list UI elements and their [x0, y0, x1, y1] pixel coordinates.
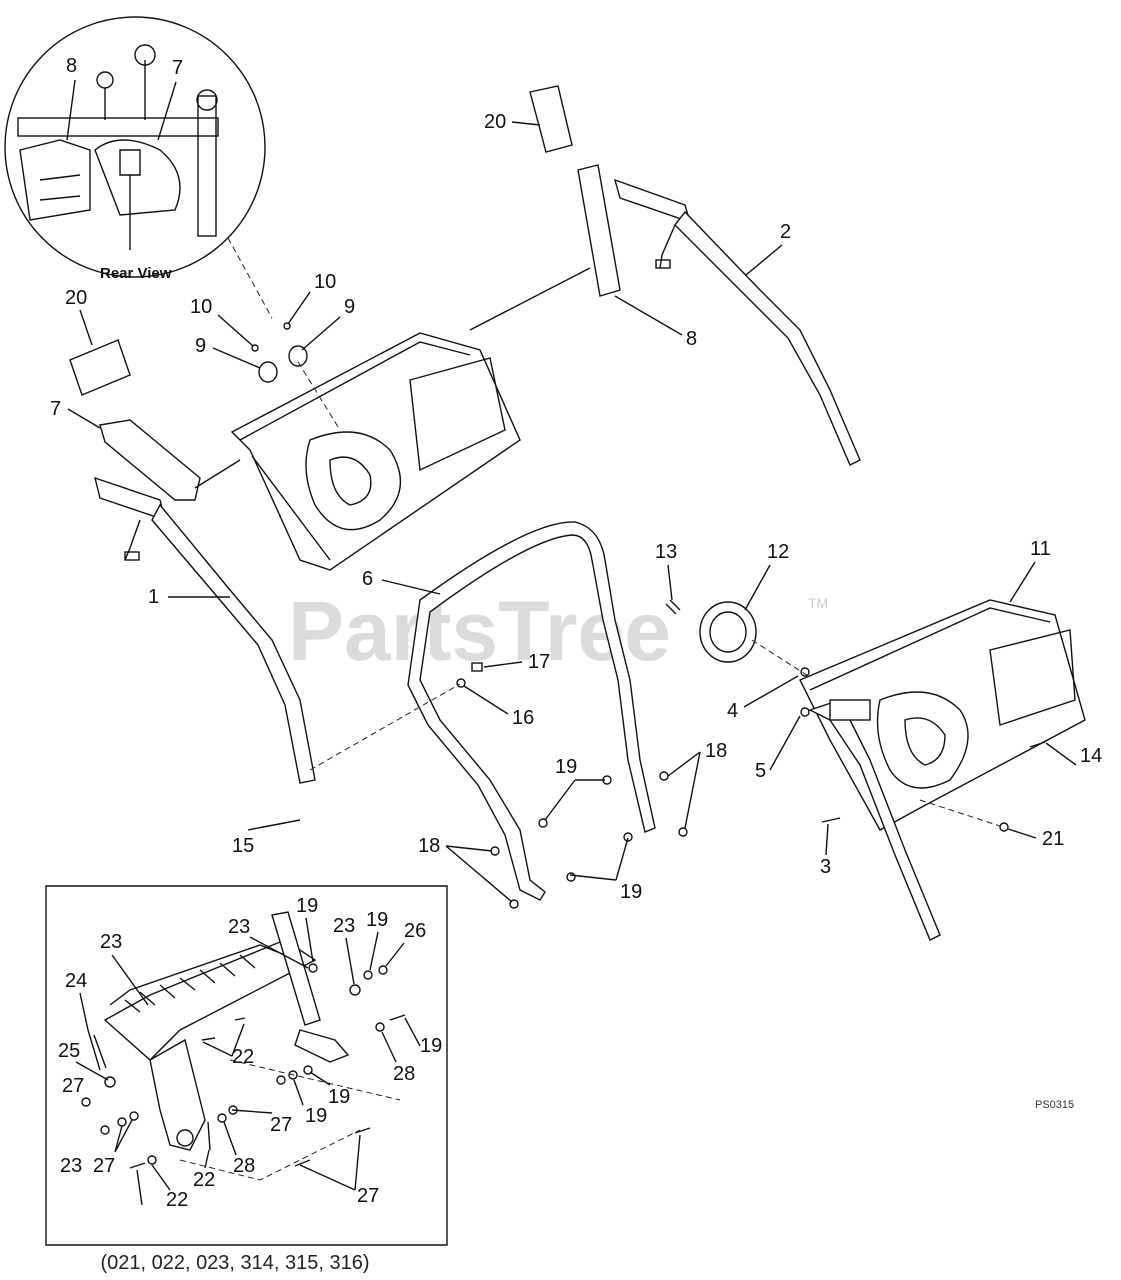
detail-callout-22-a: 19 [420, 1035, 442, 1057]
detail-callout-27-c: 28 [233, 1155, 255, 1177]
lever-7 [99, 419, 241, 501]
callout-13: 13 [655, 541, 677, 563]
detail-callout-23-c: 19 [366, 909, 388, 931]
detail-callout-19-c: 26 [404, 920, 426, 942]
callout-12: 12 [767, 541, 789, 563]
detail-callout-26: 23 [100, 931, 122, 953]
callout-6: 6 [362, 568, 373, 590]
detail-callout-22-b: 27 [357, 1185, 379, 1207]
callout-9-a: 9 [344, 296, 355, 318]
main-callouts: 20 2 8 10 10 9 9 20 7 1 6 13 12 11 17 16… [50, 111, 1102, 903]
rear-view-inset: 8 7 Rear View [4, 16, 273, 319]
grip-20-top [529, 85, 573, 153]
inset-label-8: 8 [66, 55, 77, 77]
inset-label-7: 7 [172, 57, 183, 79]
callout-20-top: 20 [484, 111, 506, 133]
callout-15: 15 [232, 835, 254, 857]
model-list-caption: (021, 022, 023, 314, 315, 316) [100, 1252, 370, 1274]
callout-9-b: 9 [195, 335, 206, 357]
callout-7: 7 [50, 398, 61, 420]
detail-callout-19-d: 27 [62, 1075, 84, 1097]
callout-10-b: 10 [190, 296, 212, 318]
callout-1: 1 [148, 586, 159, 608]
lever-rod-8 [469, 164, 621, 331]
detail-callout-23-e: 25 [58, 1040, 80, 1062]
control-panel [230, 332, 521, 571]
detail-callout-19-e: 27 [270, 1114, 292, 1136]
callout-2: 2 [780, 221, 791, 243]
knobs-9-10 [251, 322, 341, 431]
chute-assembly [665, 599, 831, 691]
detail-callout-23-a: 23 [228, 916, 250, 938]
rear-view-caption: Rear View [100, 265, 172, 282]
upper-handle-frame-6 [407, 521, 656, 901]
callout-18-right: 18 [705, 740, 727, 762]
detail-callout-27-d: 22 [166, 1189, 188, 1211]
detail-callout-23-b: 23 [333, 915, 355, 937]
callout-8: 8 [686, 328, 697, 350]
drawing-code: PS0315 [1035, 1099, 1074, 1111]
callout-16: 16 [512, 707, 534, 729]
callout-19-left: 19 [620, 881, 642, 903]
lower-housing-11 [799, 599, 1086, 941]
callout-18-left: 18 [418, 835, 440, 857]
bolts-washers [257, 662, 688, 909]
detail-callout-28-b: 22 [193, 1169, 215, 1191]
callout-3: 3 [820, 856, 831, 878]
detail-callout-23-f: 27 [93, 1155, 115, 1177]
callout-19-right: 19 [555, 756, 577, 778]
detail-callout-27-b: 19 [305, 1105, 327, 1127]
detail-callout-19-top: 19 [296, 895, 318, 917]
handle-right [613, 178, 861, 466]
detail-callout-19-f: 23 [60, 1155, 82, 1177]
detail-inset: 19 23 23 19 26 23 24 23 25 22 19 27 28 1… [45, 885, 448, 1246]
grip-20-left [69, 339, 131, 396]
detail-callout-25: 22 [232, 1046, 254, 1068]
callout-21: 21 [1042, 828, 1064, 850]
callout-10-a: 10 [314, 271, 336, 293]
handle-left [94, 476, 316, 784]
callout-5: 5 [755, 760, 766, 782]
watermark-tm: TM [808, 595, 828, 611]
detail-callout-23-d: 24 [65, 970, 87, 992]
callout-11: 11 [1030, 538, 1051, 560]
callout-20-left: 20 [65, 287, 87, 309]
callout-14: 14 [1080, 745, 1102, 767]
callout-4: 4 [727, 700, 738, 722]
detail-callout-28-a: 19 [328, 1086, 350, 1108]
callout-17: 17 [528, 651, 550, 673]
detail-callout-27-a: 28 [393, 1063, 415, 1085]
